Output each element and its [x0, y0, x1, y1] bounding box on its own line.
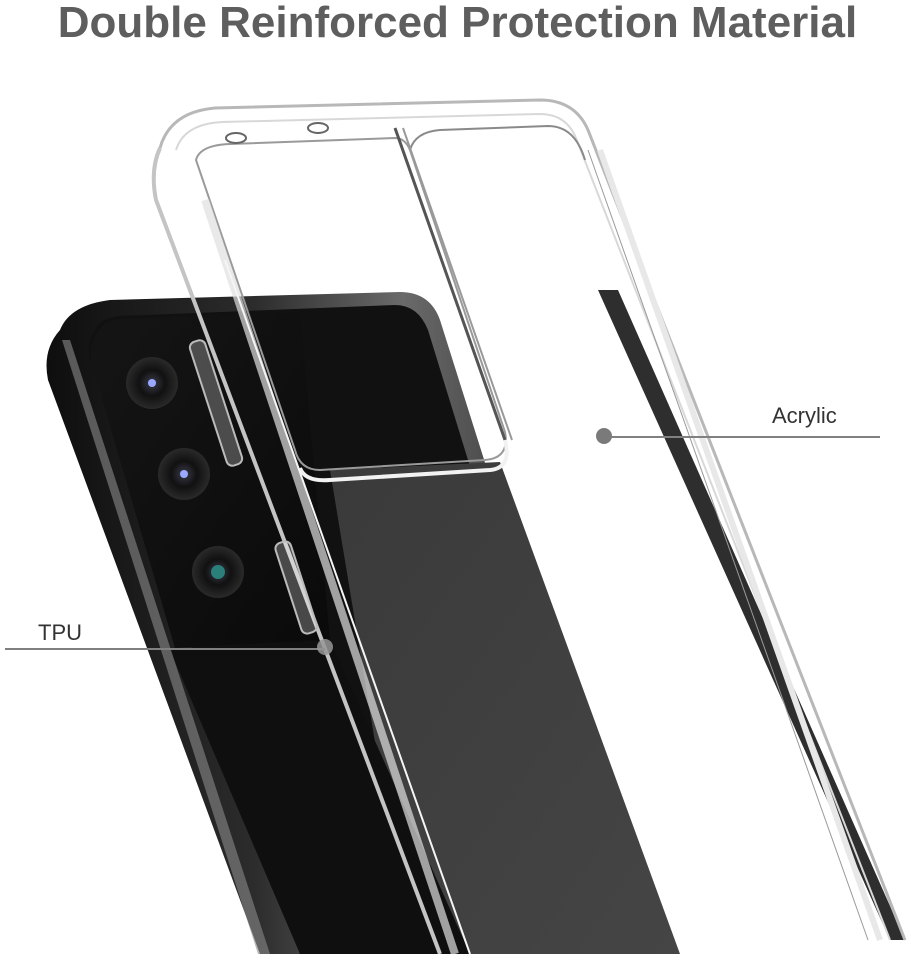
page-title: Double Reinforced Protection Material — [57, 0, 858, 47]
acrylic-label: Acrylic — [772, 403, 837, 428]
tpu-label: TPU — [38, 620, 82, 645]
tpu-leader-line — [5, 648, 325, 650]
acrylic-marker-dot-icon — [596, 428, 612, 444]
clear-case — [151, 98, 907, 956]
button-cover — [188, 339, 244, 467]
acrylic-leader-line — [604, 436, 880, 438]
camera-lens-icon — [126, 357, 244, 598]
button-cover — [274, 540, 318, 635]
tpu-marker-dot-icon — [317, 639, 333, 655]
phone — [46, 290, 905, 954]
